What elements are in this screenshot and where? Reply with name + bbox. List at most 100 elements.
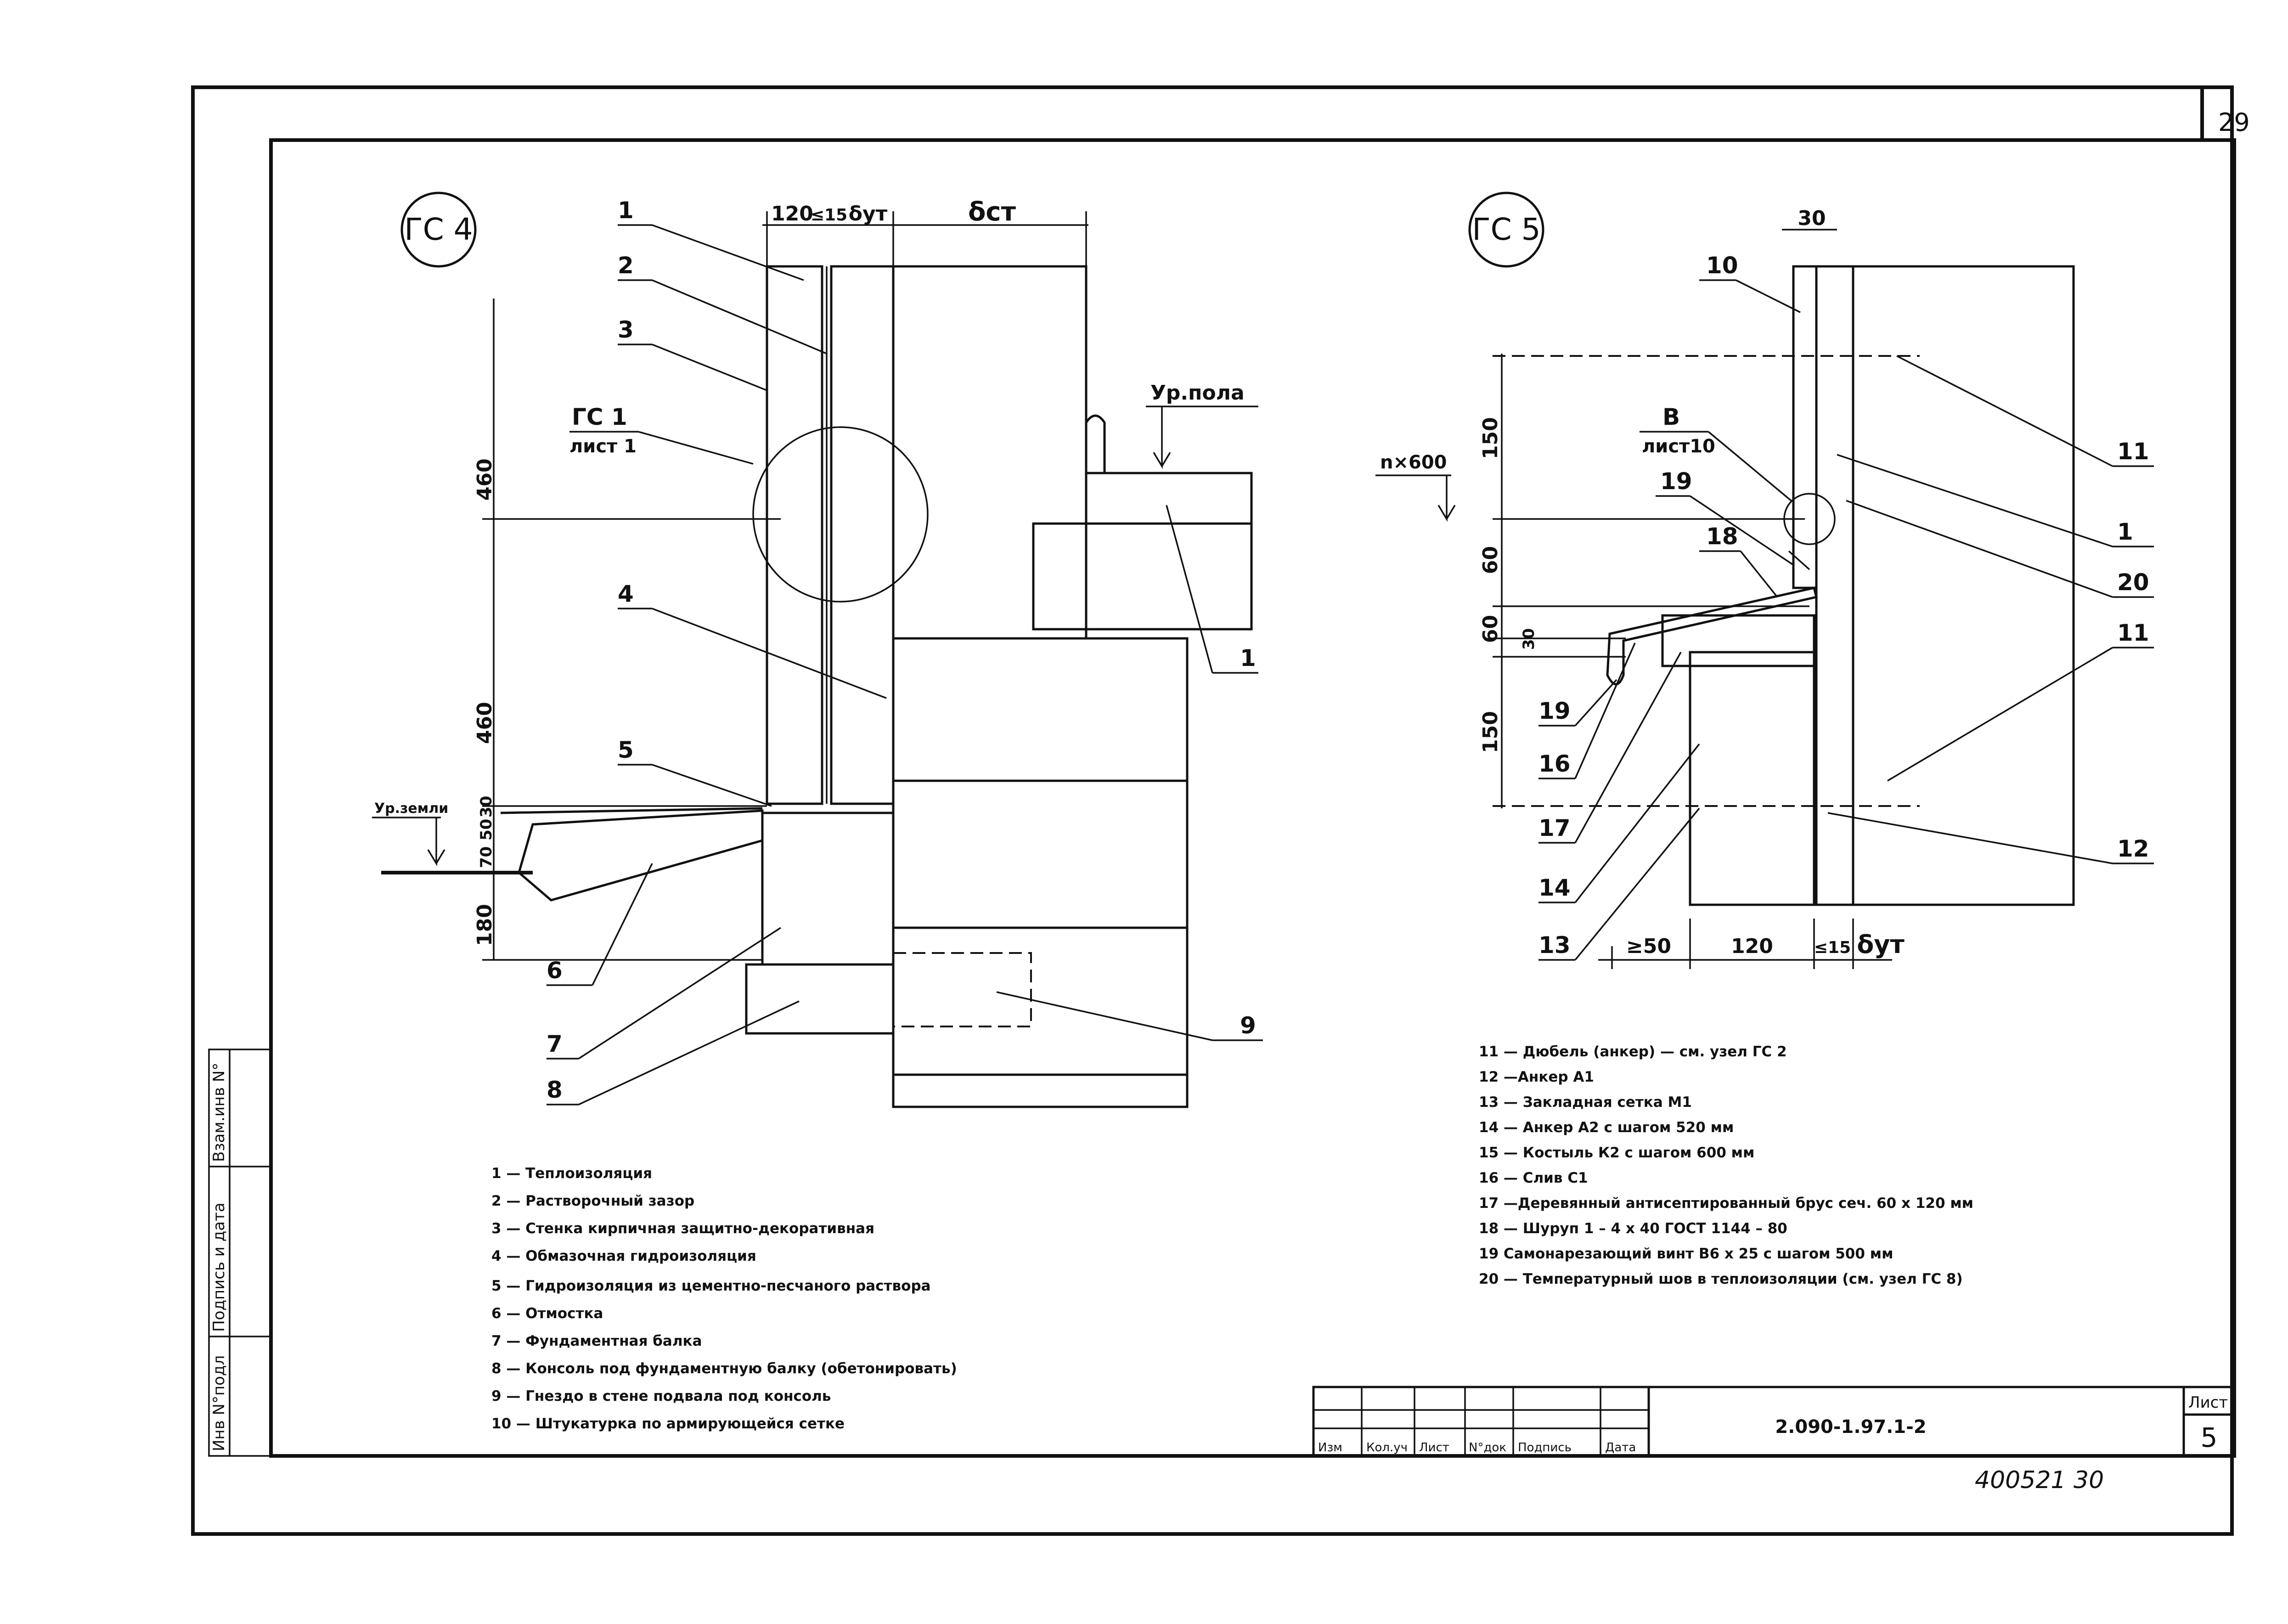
gc5-dim-a: 150 [1479, 417, 1502, 459]
gc4-ref-node: ГС 1 [572, 404, 627, 430]
gc4-title: ГС 4 [404, 212, 473, 247]
gc5-wall [1852, 265, 2075, 906]
side-stamp-replace: Взам.инв N° [210, 1063, 228, 1162]
gc5-callout-11: 11 [2117, 438, 2149, 465]
tb-podpis: Подпись [1518, 1441, 1572, 1455]
outer-border [191, 85, 2234, 1536]
gc4-wall [892, 265, 1088, 640]
gc4-dim-c: 70 [477, 846, 496, 868]
legend-left-9: 9 — Гнездо в стене подвала под консоль [491, 1388, 831, 1404]
legend-left-4: 4 — Обмазочная гидроизоляция [491, 1248, 756, 1264]
gc4-floor-level: Ур.пола [1150, 381, 1245, 405]
gc4-floor-slab [1032, 522, 1253, 631]
legend-right-15: 15 — Костыль К2 с шагом 600 мм [1479, 1145, 1754, 1161]
gc4-dim-upper: 460 [473, 458, 496, 501]
gc4-dim-gap: ≤15 [811, 206, 847, 225]
gc4-dim-d: 180 [473, 904, 496, 946]
handwritten-note: 400521 30 [1975, 1466, 2104, 1494]
legend-right-16: 16 — Слив С1 [1479, 1170, 1588, 1186]
gc4-callout-6: 6 [547, 957, 563, 984]
gc5-ref-sheet: лист10 [1642, 436, 1715, 457]
legend-left-2: 2 — Растворочный зазор [491, 1193, 694, 1209]
legend-left-3: 3 — Стенка кирпичная защитно-декоративна… [491, 1220, 874, 1237]
gc5-dim-b-b: 120 [1731, 935, 1773, 958]
gc4-callout-7: 7 [547, 1031, 563, 1057]
gc5-callout-12: 12 [2117, 835, 2149, 862]
gc4-dim-ins: δут [849, 202, 888, 226]
legend-right-17: 17 —Деревянный антисептированный брус се… [1479, 1195, 1973, 1212]
side-stamp-sign: Подпись и дата [210, 1202, 228, 1332]
gc4-basement-wall [892, 637, 1189, 1108]
legend-left-5: 5 — Гидроизоляция из цементно-песчаного … [491, 1278, 931, 1294]
legend-right-19: 19 Самонарезающий винт В6 х 25 с шагом 5… [1479, 1246, 1893, 1262]
gc4-blind-area [518, 809, 764, 902]
gc5-callout-1: 1 [2117, 519, 2133, 545]
legend-right: 11 — Дюбель (анкер) — см. узел ГС 2 12 —… [1479, 1043, 1973, 1287]
gc5-callout-16: 16 [1538, 750, 1571, 777]
sheet-number: 5 [2201, 1422, 2218, 1453]
page-number: 29 [2218, 108, 2250, 137]
gc5-callout-18: 18 [1706, 523, 1738, 550]
legend-right-20: 20 — Температурный шов в теплоизоляции (… [1479, 1271, 1963, 1287]
gc5-callout-20: 20 [2117, 569, 2149, 596]
legend-left-7: 7 — Фундаментная балка [491, 1333, 702, 1349]
gc5-dim-d: 30 [1520, 628, 1538, 650]
gc5-dim-b-c: ≤15 [1814, 938, 1851, 957]
tb-izm: Изм [1318, 1441, 1342, 1455]
tb-list: Лист [1419, 1441, 1449, 1455]
gc5-dim-b-a: ≥50 [1626, 935, 1671, 958]
gc4-callout-8: 8 [547, 1077, 563, 1103]
gc4-ref-sheet: лист 1 [569, 436, 637, 457]
legend-left-6: 6 — Отмостка [491, 1305, 603, 1322]
inner-border [269, 138, 2236, 1458]
gc4-callout-5: 5 [618, 737, 634, 763]
gc4-callout-4: 4 [618, 581, 634, 607]
gc4-insulation [830, 265, 895, 805]
gc5-plaster [1792, 265, 1818, 589]
legend-right-14: 14 — Анкер А2 с шагом 520 мм [1479, 1119, 1734, 1136]
gc4-foundation-beam [761, 812, 895, 966]
gc5-title-circle [1468, 192, 1544, 268]
sheet-label: Лист [2188, 1393, 2228, 1412]
legend-right-11: 11 — Дюбель (анкер) — см. узел ГС 2 [1479, 1043, 1787, 1060]
gc5-pitch: n×600 [1380, 452, 1447, 473]
gc4-callout-2: 2 [618, 252, 634, 279]
side-stamp-inv: Инв N°подл [210, 1355, 228, 1451]
gc4-dim-wall: δст [968, 197, 1016, 227]
gc4-console [745, 963, 895, 1035]
node-gc5: ГС 5 30 150 60 60 30 150 n×600 [1375, 192, 2154, 969]
tb-ndok: N°док [1469, 1441, 1506, 1455]
legend-left-10: 10 — Штукатурка по армирующейся сетке [491, 1415, 845, 1432]
gc4-callout-3: 3 [618, 316, 634, 343]
gc4-callout-1: 1 [618, 197, 634, 224]
legend-left: 1 — Теплоизоляция 2 — Растворочный зазор… [491, 1165, 957, 1432]
gc4-dim-brick: 120 [771, 202, 813, 226]
legend-right-13: 13 — Закладная сетка М1 [1479, 1094, 1692, 1111]
gc5-ref-node: В [1662, 404, 1680, 430]
gc5-dim-b: 60 [1479, 546, 1502, 574]
gc5-title: ГС 5 [1472, 212, 1540, 247]
gc4-brick-wall [766, 265, 823, 805]
gc5-flashing [1606, 586, 1818, 686]
gc4-console-socket [892, 952, 1032, 1027]
legend-left-1: 1 — Теплоизоляция [491, 1165, 652, 1182]
legend-left-8: 8 — Консоль под фундаментную балку (обет… [491, 1360, 957, 1377]
gc5-dim-b-d: δут [1857, 930, 1905, 959]
gc5-callout-11b: 11 [2117, 620, 2149, 646]
doc-code: 2.090-1.97.1-2 [1775, 1416, 1926, 1438]
gc4-dim-a: 30 [477, 796, 496, 818]
gc4-dim-lower: 460 [473, 702, 496, 744]
gc5-dim-e: 150 [1479, 711, 1502, 753]
gc4-title-circle [400, 192, 477, 268]
tb-koluch: Кол.уч [1366, 1441, 1408, 1455]
gc5-callout-19: 19 [1660, 468, 1692, 495]
gc5-dim-c: 60 [1479, 615, 1502, 643]
side-stamp: Инв N°подл Подпись и дата Взам.инв N° [208, 1049, 272, 1457]
gc5-callout-13: 13 [1538, 932, 1571, 959]
title-block: Изм Кол.уч Лист N°док Подпись Дата 2.090… [1312, 1386, 2236, 1494]
legend-right-18: 18 — Шуруп 1 – 4 х 40 ГОСТ 1144 – 80 [1479, 1220, 1787, 1237]
gc4-dim-b: 50 [477, 819, 496, 840]
gc4-callout-1b: 1 [1240, 645, 1256, 671]
sheet-frame: 29 [191, 85, 2250, 1536]
